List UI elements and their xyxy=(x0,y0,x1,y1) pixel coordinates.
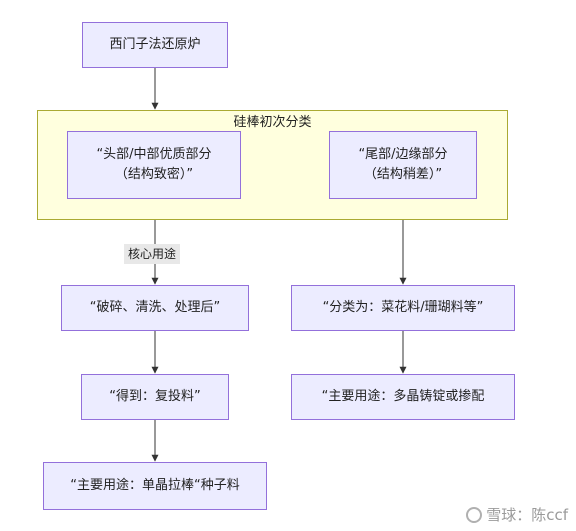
node-tail-edge-line1: “尾部/边缘部分 xyxy=(358,147,448,162)
snowball-logo-icon xyxy=(466,506,483,523)
node-classify-label: “分类为：菜花料/珊瑚料等” xyxy=(322,300,484,315)
node-head-middle-line1: “头部/中部优质部分 xyxy=(96,147,212,162)
node-seed-use: “主要用途：单晶拉棒“种子料 xyxy=(43,462,267,510)
node-classify: “分类为：菜花料/珊瑚料等” xyxy=(291,285,515,331)
node-recycled-material-label: “得到：复投料” xyxy=(109,389,201,404)
node-reduction-furnace-label: 西门子法还原炉 xyxy=(109,37,201,52)
node-cast-use-label: “主要用途：多晶铸锭或掺配 xyxy=(321,389,485,404)
node-crush-clean-label: “破碎、清洗、处理后” xyxy=(89,300,221,315)
watermark: 雪球：陈ccf xyxy=(466,504,568,525)
edge-label-core-use: 核心用途 xyxy=(124,244,181,264)
node-crush-clean: “破碎、清洗、处理后” xyxy=(61,285,249,331)
node-reduction-furnace: 西门子法还原炉 xyxy=(82,22,228,68)
group-title: 硅棒初次分类 xyxy=(233,115,312,130)
node-seed-use-label: “主要用途：单晶拉棒“种子料 xyxy=(70,478,240,493)
node-recycled-material: “得到：复投料” xyxy=(81,374,229,420)
node-cast-use: “主要用途：多晶铸锭或掺配 xyxy=(291,374,515,420)
node-tail-edge-part: “尾部/边缘部分 （结构稍差）” xyxy=(329,131,477,199)
node-head-middle-line2: （结构致密）” xyxy=(114,167,194,182)
watermark-text: 雪球：陈ccf xyxy=(486,506,568,524)
node-tail-edge-line2: （结构稍差）” xyxy=(363,167,443,182)
node-head-middle-part: “头部/中部优质部分 （结构致密）” xyxy=(67,131,241,199)
